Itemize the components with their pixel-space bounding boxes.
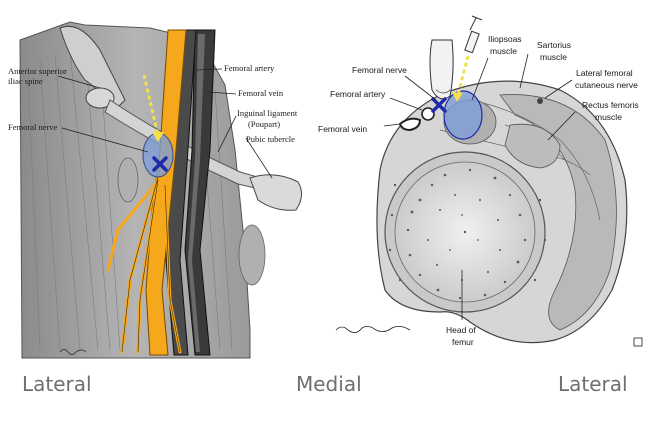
syringe (464, 15, 483, 54)
label-femoral-artery-left: Femoral artery (224, 63, 275, 73)
label-femoral-vein-right: Femoral vein (318, 124, 367, 134)
label-iliopsoas-1: Iliopsoas (488, 34, 522, 44)
label-sartorius-1: Sartorius (537, 40, 571, 50)
right-target-zone (443, 90, 483, 140)
label-iliac-spine: iliac spine (8, 76, 43, 86)
label-iliopsoas-2: muscle (490, 46, 517, 56)
label-femoral-artery-right: Femoral artery (330, 89, 386, 99)
bottom-label-medial: Medial (296, 372, 362, 396)
label-inguinal-ligament: Inguinal ligament (237, 108, 298, 118)
label-head-of-femur-2: femur (452, 337, 474, 347)
left-needle-path (142, 74, 160, 136)
label-femoral-vein-left: Femoral vein (238, 88, 284, 98)
label-anterior-superior: Anterior superior (8, 66, 67, 76)
bottom-label-lateral-right: Lateral (558, 372, 628, 396)
label-sartorius-2: muscle (540, 52, 567, 62)
label-rectus-femoris-1: Rectus femoris (582, 100, 639, 110)
label-femoral-nerve-right: Femoral nerve (352, 65, 407, 75)
corner-mark (633, 337, 643, 347)
label-pubic-tubercle: Pubic tubercle (246, 134, 295, 144)
label-lateral-femoral-1: Lateral femoral (576, 68, 633, 78)
right-x-mark (431, 97, 447, 113)
label-head-of-femur-1: Head of (446, 325, 476, 335)
right-panel-cross-section (335, 15, 628, 344)
left-leader-lines (57, 68, 273, 179)
label-rectus-femoris-2: muscle (595, 112, 622, 122)
right-leader-lines (383, 53, 576, 320)
bottom-label-lateral-left: Lateral (22, 372, 92, 396)
label-femoral-nerve-left: Femoral nerve (8, 122, 58, 132)
left-x-mark (152, 156, 168, 172)
label-lateral-femoral-2: cutaneous nerve (575, 80, 638, 90)
label-poupart: (Poupart) (248, 119, 280, 129)
left-panel-thigh (19, 21, 302, 359)
